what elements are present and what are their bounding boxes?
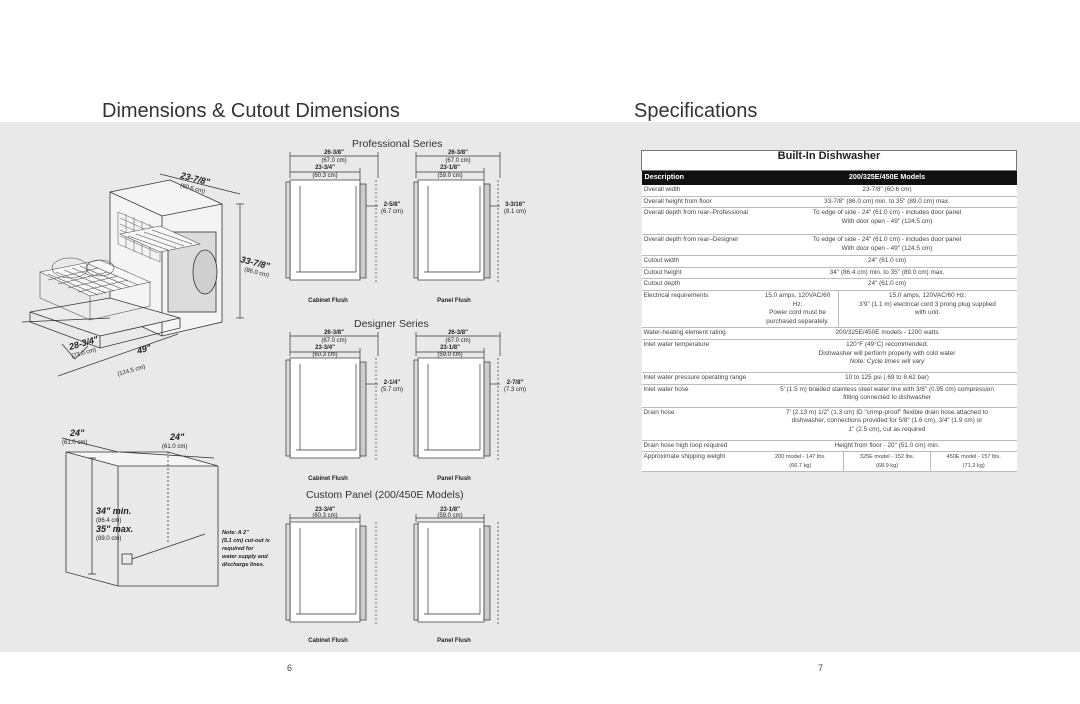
des-side-2: 2-7/8" — [507, 380, 524, 386]
pro-dim-4: 23-1/8" — [440, 165, 460, 171]
des-cabinet-flush — [285, 332, 379, 460]
col-description: Description — [641, 170, 758, 185]
designer-heading: Designer Series — [354, 318, 429, 330]
cutout-max-label: 35" max. — [96, 524, 133, 534]
pro-caption-1: Cabinet Flush — [308, 298, 348, 304]
cutout-width-a-label: 24" — [69, 428, 85, 438]
cutout-min-label: 34" min. — [96, 506, 131, 516]
spec-table: Built-In Dishwasher Description 200/325E… — [641, 150, 1017, 473]
page-number-right: 7 — [818, 663, 824, 673]
pro-side-1-metric: (6.7 cm) — [381, 209, 403, 215]
table-row: Inlet water temperature 120°F (49°C) rec… — [641, 339, 1017, 373]
col-models: 200/325E/450E Models — [757, 170, 1017, 185]
spec-table-title: Built-In Dishwasher — [641, 150, 1017, 171]
cutout-max-metric: (89.0 cm) — [96, 536, 121, 542]
des-dim-4-metric: (59.0 cm) — [437, 352, 462, 358]
table-row: Drain hose 7' (2.13 m) 1/2" (1.3 cm) ID … — [641, 407, 1017, 441]
custom-heading: Custom Panel (200/450E Models) — [306, 489, 464, 501]
custom-dim-2-metric: (59.0 cm) — [437, 513, 462, 519]
cutout-width-b-metric: (61.0 cm) — [162, 444, 187, 450]
des-dim-2: 23-3/4" — [315, 345, 335, 351]
pro-dim-3-metric: (67.0 cm) — [445, 158, 470, 164]
pro-caption-2: Panel Flush — [437, 298, 471, 304]
table-row: Water-heating element rating 200/325E/45… — [641, 327, 1017, 340]
svg-text:(5.1 cm) cut-out is: (5.1 cm) cut-out is — [222, 538, 270, 544]
des-side-2-metric: (7.3 cm) — [504, 387, 526, 393]
table-row: Electrical requirements 15.0 amps, 120VA… — [641, 290, 1017, 329]
des-dim-3-metric: (67.0 cm) — [445, 338, 470, 344]
pro-dim-2-metric: (60.3 cm) — [312, 173, 337, 179]
pro-dim-1-metric: (67.0 cm) — [321, 158, 346, 164]
left-page-title: Dimensions & Cutout Dimensions — [102, 100, 400, 122]
table-row: Cutout height 34" (86.4 cm) min. to 35" … — [641, 267, 1017, 280]
des-dim-4: 23-1/8" — [440, 345, 460, 351]
des-caption-2: Panel Flush — [437, 476, 471, 482]
pro-dim-2: 23-3/4" — [315, 165, 335, 171]
cutout-width-b-label: 24" — [169, 432, 185, 442]
dishwasher-illustration — [29, 179, 223, 360]
dishwasher-dimensions — [21, 173, 244, 377]
custom-cabinet-flush — [285, 514, 377, 624]
right-page-title: Specifications — [634, 100, 758, 122]
custom-panel-flush — [413, 514, 499, 624]
table-row: Overall height from floor 33-7/8" (86.0 … — [641, 196, 1017, 209]
table-row: Approximate shipping weight 200 model - … — [641, 451, 1017, 473]
professional-heading: Professional Series — [352, 138, 442, 150]
des-side-1: 2-1/4" — [384, 380, 401, 386]
dw-open-metric: (124.5 cm) — [117, 364, 146, 378]
table-row: Drain hose high loop required Height fro… — [641, 440, 1017, 453]
des-side-1-metric: (5.7 cm) — [381, 387, 403, 393]
page-number-left: 6 — [287, 663, 293, 673]
pro-dim-3: 26-3/8" — [448, 150, 468, 156]
svg-text:required for: required for — [222, 546, 254, 552]
custom-dim-1-metric: (60.3 cm) — [312, 513, 337, 519]
table-row: Overall depth from rear–Designer To edge… — [641, 234, 1017, 257]
custom-caption-1: Cabinet Flush — [308, 638, 348, 644]
svg-text:discharge lines.: discharge lines. — [222, 562, 265, 568]
pro-panel-flush — [413, 152, 501, 282]
des-dim-3: 26-3/8" — [448, 330, 468, 336]
left-drawings: 23-7/8" (60.6 cm) 33-7/8" (86.0 cm) 28-3… — [21, 138, 526, 644]
des-panel-flush — [413, 332, 501, 460]
pro-dim-1: 26-3/8" — [324, 150, 344, 156]
dw-width-metric: (60.6 cm) — [180, 183, 206, 195]
svg-text:Note: A 2": Note: A 2" — [222, 530, 249, 536]
table-row: Inlet water hose 5' (1.5 m) braided stai… — [641, 384, 1017, 408]
svg-text:water supply and: water supply and — [222, 554, 268, 560]
des-dim-2-metric: (60.3 cm) — [312, 352, 337, 358]
table-row: Cutout width 24" (61.0 cm) — [641, 255, 1017, 268]
custom-dim-1: 23-3/4" — [315, 507, 335, 513]
dw-height-metric: (86.0 cm) — [244, 267, 270, 279]
dw-open-label: 49" — [135, 342, 153, 356]
des-dim-1: 26-3/8" — [324, 330, 344, 336]
custom-dim-2: 23-1/8" — [440, 507, 460, 513]
pro-dim-4-metric: (59.0 cm) — [437, 173, 462, 179]
table-row: Overall depth from rear–Professional To … — [641, 207, 1017, 236]
cutout-note: Note: A 2" (5.1 cm) cut-out is required … — [222, 530, 270, 568]
pro-side-2-metric: (8.1 cm) — [504, 209, 526, 215]
cutout-min-metric: (86.4 cm) — [96, 518, 121, 524]
table-row: Inlet water pressure operating range 10 … — [641, 372, 1017, 385]
cutout-width-a-metric: (61.0 cm) — [62, 440, 87, 446]
des-caption-1: Cabinet Flush — [308, 476, 348, 482]
pro-side-2: 3-3/16" — [505, 202, 525, 208]
table-row: Overall width 23-7/8" (60.6 cm) — [641, 185, 1017, 197]
pro-side-1: 2-5/8" — [384, 202, 401, 208]
pro-cabinet-flush — [285, 152, 379, 282]
table-row: Cutout depth 24" (61.0 cm) — [641, 278, 1017, 291]
custom-caption-2: Panel Flush — [437, 638, 471, 644]
cutout-illustration — [61, 437, 219, 587]
des-dim-1-metric: (67.0 cm) — [321, 338, 346, 344]
